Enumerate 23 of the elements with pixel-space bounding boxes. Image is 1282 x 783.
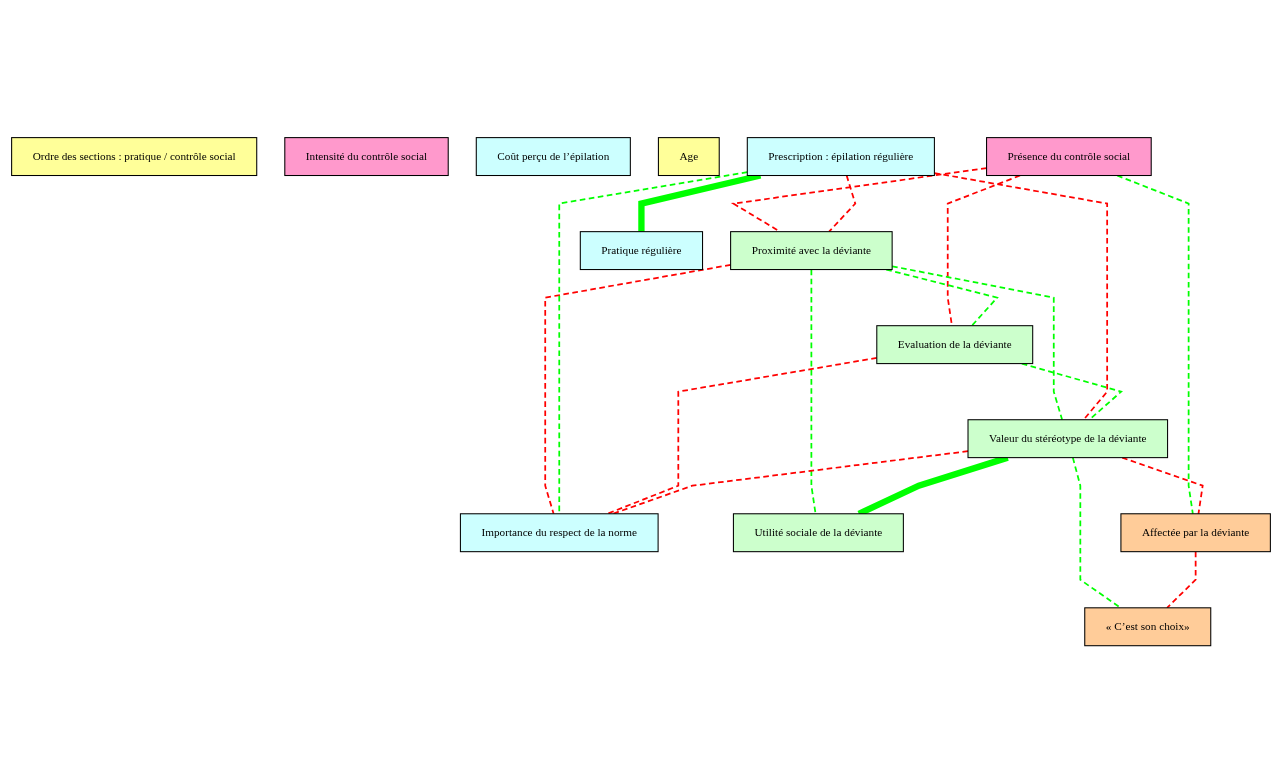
connector [1166, 550, 1197, 609]
connector [1121, 456, 1204, 515]
connector [885, 268, 999, 327]
node-box: Intensité du contrôle social [284, 136, 449, 176]
node-box: Ordre des sections : pratique / contrôle social [11, 136, 258, 176]
node-box: Valeur du stéréotype de la déviante [967, 419, 1169, 458]
node-box: « C’est son choix» [1084, 607, 1212, 647]
node-box: Evaluation de la déviante [876, 325, 1034, 364]
connector [810, 268, 817, 515]
node-box: Coût perçu de l’épilation [475, 136, 631, 176]
node-box: Importance du respect de la norme [459, 513, 659, 553]
node-box: Présence du contrôle social [986, 136, 1152, 176]
connector [1020, 362, 1123, 421]
connector [1071, 456, 1122, 609]
node-box: Proximité avec la déviante [730, 230, 893, 270]
node-box: Prescription : épilation régulière [746, 136, 935, 176]
node-box: Age [657, 136, 720, 176]
node-box: Affectée par la déviante [1120, 513, 1271, 553]
connector [612, 450, 969, 515]
connector [1116, 174, 1194, 515]
node-box: Utilité sociale de la déviante [732, 513, 904, 553]
node-box: Pratique régulière [579, 230, 704, 270]
connector [933, 172, 1109, 421]
